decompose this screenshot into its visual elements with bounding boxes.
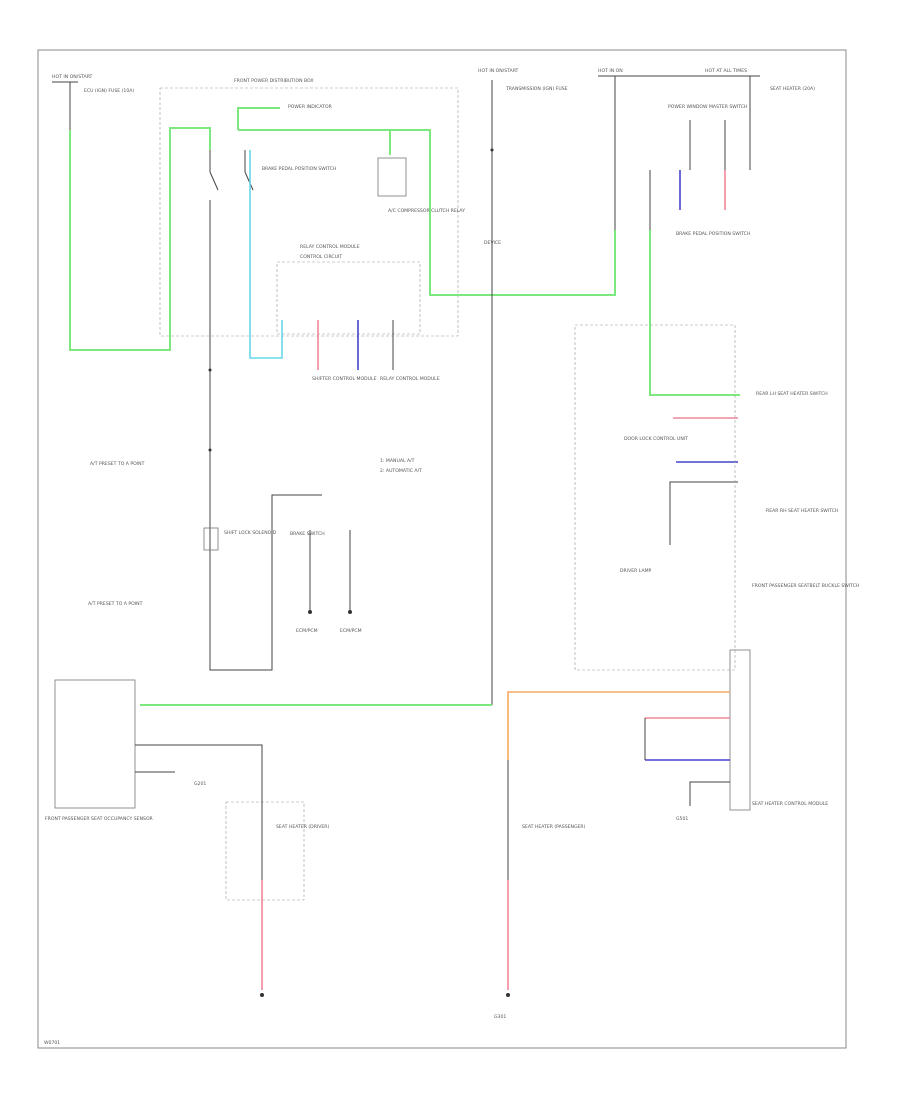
label-rear-rh: REAR RH SEAT HEATER SWITCH xyxy=(766,508,838,514)
label-gnd-relay: RELAY CONTROL MODULE xyxy=(380,376,440,382)
label-note1: 1: MANUAL A/T xyxy=(380,458,415,464)
right-module-region xyxy=(574,324,736,671)
label-ap-note: A/T PRESET TO A POINT xyxy=(90,461,145,467)
label-fwd-ctrl: FRONT PASSENGER SEATBELT BUCKLE SWITCH xyxy=(752,583,859,589)
label-seat-heater-right: SEAT HEATER (PASSENGER) xyxy=(522,824,586,830)
label-hot-right-b: HOT AT ALL TIMES xyxy=(705,68,747,74)
label-fuse-mid: TRANSMISSION (IGN) FUSE xyxy=(505,86,568,92)
label-fuse-right: SEAT HEATER (20A) xyxy=(770,86,815,92)
label-power-indicator: POWER INDICATOR xyxy=(288,104,333,110)
label-power-window: POWER WINDOW MASTER SWITCH xyxy=(668,104,747,110)
label-driver-lamp: DRIVER LAMP xyxy=(620,568,652,574)
label-ecm-left: ECM/PCM xyxy=(296,628,318,634)
label-heater-module: SEAT HEATER CONTROL MODULE xyxy=(752,801,828,807)
ac-relay-coil xyxy=(377,157,407,197)
driver-heater-region xyxy=(225,801,305,901)
label-fuse-left: ECU (IGN) FUSE (10A) xyxy=(84,88,134,94)
label-gnd-shift: SHIFTER CONTROL MODULE xyxy=(312,376,377,382)
label-left-box: FRONT PASSENGER SEAT OCCUPANCY SENSOR xyxy=(45,816,154,822)
label-brake-pos: BRAKE PEDAL POSITION SWITCH xyxy=(676,231,750,237)
label-ap-note2: A/T PRESET TO A POINT xyxy=(88,601,143,607)
label-rear-lh: REAR LH SEAT HEATER SWITCH xyxy=(756,391,828,397)
label-ecm-right: ECM/PCM xyxy=(340,628,362,634)
label-hot-left: HOT IN ON/START xyxy=(52,74,93,80)
occupancy-sensor-box xyxy=(54,679,136,809)
label-gnd-left: G201 xyxy=(194,781,206,787)
label-dev-a: DEVICE xyxy=(484,240,501,246)
label-relay-box: FRONT POWER DISTRIBUTION BOX xyxy=(234,78,314,84)
label-relay-ac: A/C COMPRESSOR CLUTCH RELAY xyxy=(388,208,465,214)
label-control-circuit: CONTROL CIRCUIT xyxy=(300,254,342,260)
footer-code: W0701 xyxy=(44,1040,60,1046)
shift-lock-solenoid xyxy=(203,527,219,551)
label-hot-mid: HOT IN ON/START xyxy=(478,68,519,74)
label-relay-control: RELAY CONTROL MODULE xyxy=(300,244,360,250)
diagram-frame xyxy=(37,49,847,1049)
label-seat-heater-left: SEAT HEATER (DRIVER) xyxy=(276,824,329,830)
label-note2: 2: AUTOMATIC A/T xyxy=(380,468,422,474)
label-brake-sw-b: BRAKE SWITCH xyxy=(290,531,325,537)
label-gnd-right: G501 xyxy=(676,816,688,822)
label-brake-switch: BRAKE PEDAL POSITION SWITCH xyxy=(262,166,336,172)
label-shift-lock: SHIFT LOCK SOLENOID xyxy=(224,530,277,536)
power-distribution-box xyxy=(159,87,459,337)
label-door-lh: DOOR LOCK CONTROL UNIT xyxy=(624,436,688,442)
relay-control-module xyxy=(276,261,421,335)
label-hot-right-a: HOT IN ON xyxy=(598,68,623,74)
label-gnd-mid: G301 xyxy=(494,1014,506,1020)
seat-heater-control-module xyxy=(729,649,751,811)
